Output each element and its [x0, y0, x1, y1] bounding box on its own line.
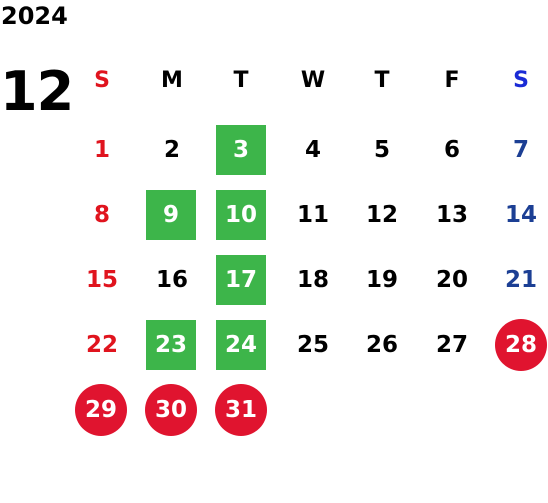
- weekday-header-wednesday: W: [300, 67, 326, 93]
- weekday-header-sunday: S: [94, 67, 110, 93]
- weekday-header-saturday: S: [513, 67, 529, 93]
- day-cell: 15: [85, 267, 118, 293]
- day-cell-holiday: 28: [495, 319, 547, 371]
- day-cell: 18: [296, 267, 329, 293]
- day-cell: 2: [163, 137, 180, 163]
- day-cell-holiday: 30: [145, 384, 197, 436]
- day-cell: 5: [373, 137, 390, 163]
- day-cell: 8: [93, 202, 110, 228]
- month-label: 12: [0, 60, 74, 123]
- day-cell-highlighted: 23: [146, 320, 196, 370]
- day-cell: 20: [435, 267, 468, 293]
- day-cell: 14: [504, 202, 537, 228]
- weekday-header-friday: F: [444, 67, 460, 93]
- day-cell: 16: [155, 267, 188, 293]
- day-cell: 27: [435, 332, 468, 358]
- day-cell: 4: [304, 137, 321, 163]
- day-cell: 25: [296, 332, 329, 358]
- day-cell-highlighted: 3: [216, 125, 266, 175]
- weekday-header-tuesday: T: [233, 67, 249, 93]
- day-cell-highlighted: 17: [216, 255, 266, 305]
- day-cell-highlighted: 10: [216, 190, 266, 240]
- day-cell: 6: [443, 137, 460, 163]
- day-cell-highlighted: 9: [146, 190, 196, 240]
- year-label: 2024: [1, 2, 68, 30]
- weekday-header-monday: M: [161, 67, 183, 93]
- day-cell: 21: [504, 267, 537, 293]
- day-cell-holiday: 29: [75, 384, 127, 436]
- day-cell-holiday: 31: [215, 384, 267, 436]
- day-cell: 12: [365, 202, 398, 228]
- weekday-header-thursday: T: [374, 67, 390, 93]
- day-cell: 19: [365, 267, 398, 293]
- day-cell: 11: [296, 202, 329, 228]
- day-cell: 26: [365, 332, 398, 358]
- day-cell-highlighted: 24: [216, 320, 266, 370]
- day-cell: 1: [93, 137, 110, 163]
- day-cell: 13: [435, 202, 468, 228]
- day-cell: 7: [512, 137, 529, 163]
- day-cell: 22: [85, 332, 118, 358]
